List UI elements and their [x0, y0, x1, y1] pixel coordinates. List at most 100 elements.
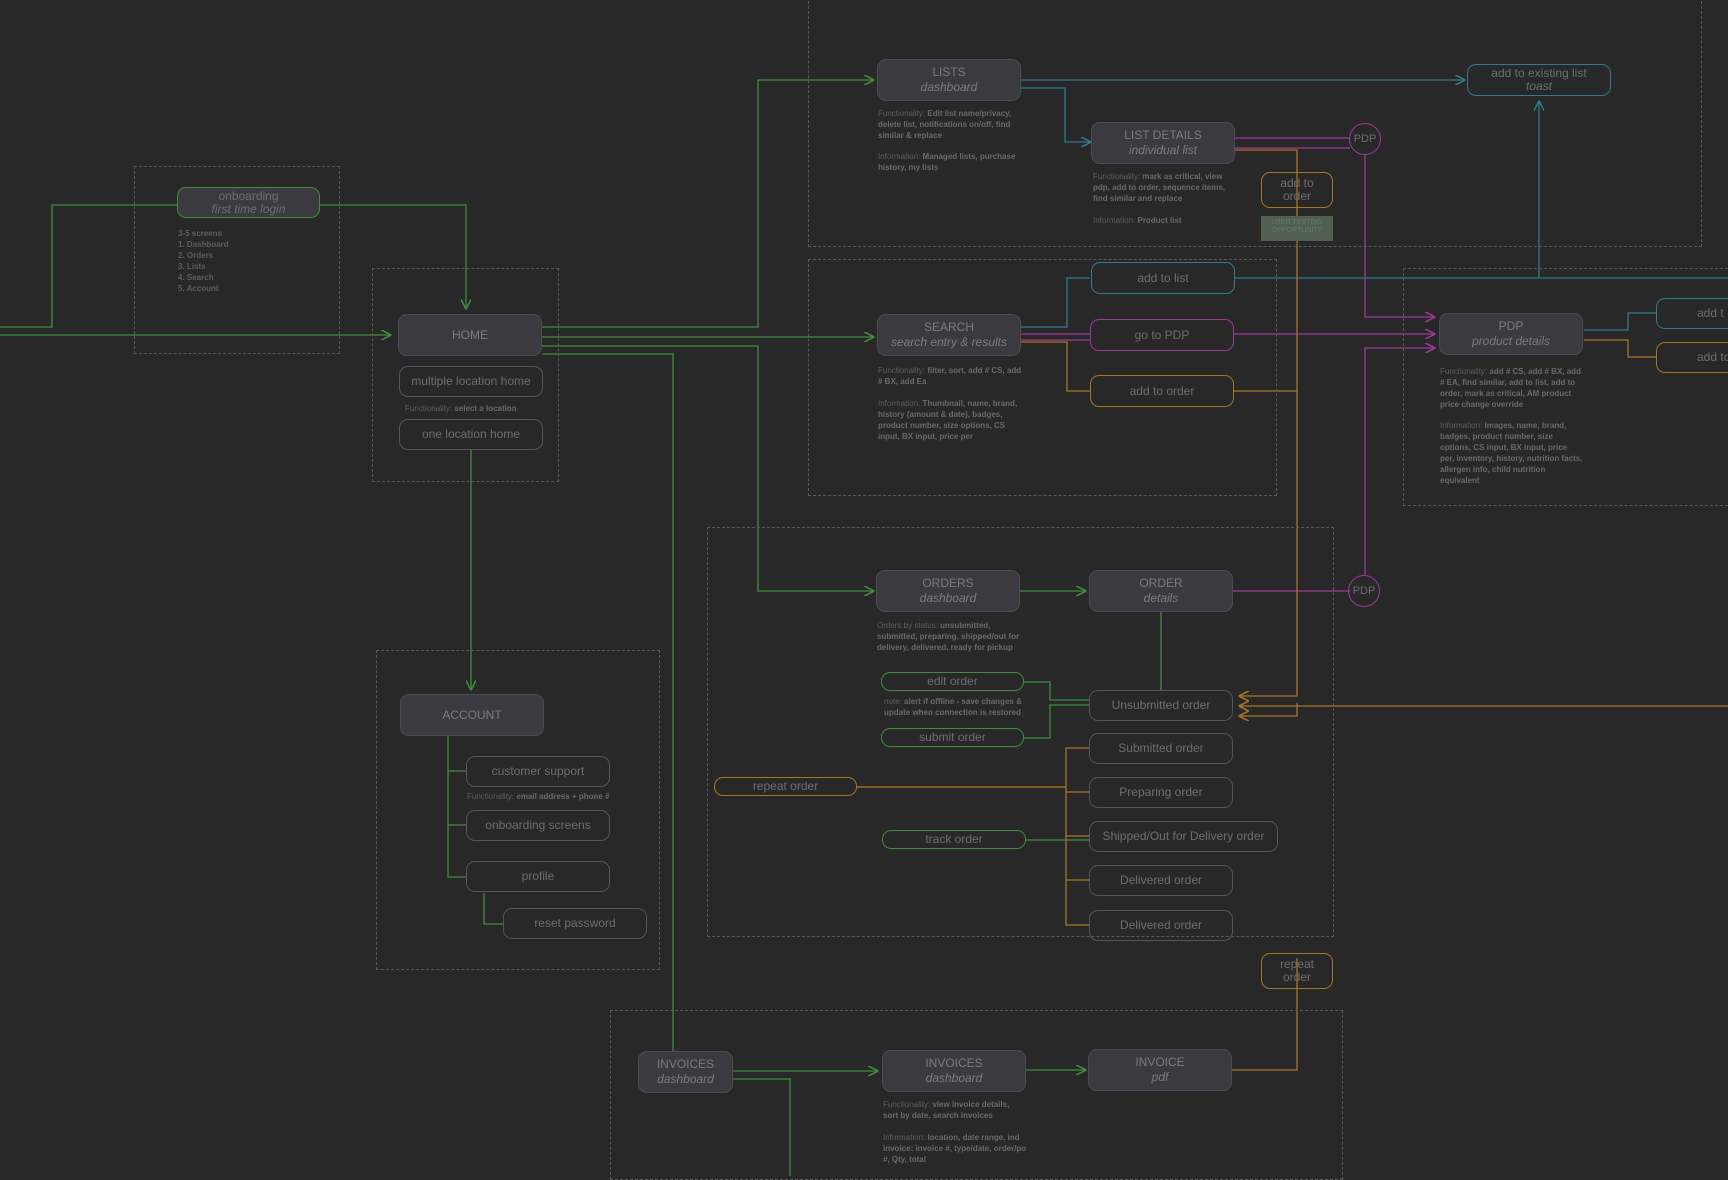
toast-sublabel: toast [1525, 79, 1552, 93]
invoice-pdf-subtitle: pdf [1151, 1070, 1169, 1084]
badge-line2: OPPORTUNITY [1271, 227, 1323, 234]
information-text: Images, name, brand, badges, product num… [1440, 421, 1583, 485]
orders-frame [707, 527, 1334, 937]
go-to-pdp-button[interactable]: go to PDP [1090, 319, 1234, 351]
information-label: Information: [1093, 216, 1136, 225]
information-label: Information: [1440, 421, 1483, 430]
offline-note: note: alert if offline - save changes & … [884, 696, 1026, 718]
repeat-order-small-button[interactable]: repeat order [1261, 953, 1333, 989]
invoice-pdf-node[interactable]: INVOICE pdf [1088, 1049, 1232, 1091]
one-location-home[interactable]: one location home [399, 419, 543, 450]
list-item: 3. Lists [178, 262, 206, 271]
add-to-order-button[interactable]: add to order [1261, 172, 1333, 208]
home-functionality-note: Functionality: select a location [405, 403, 517, 414]
account-node[interactable]: ACCOUNT [400, 694, 544, 736]
orders-status-note: Orders by status: unsubmitted, submitted… [877, 620, 1022, 653]
home-title: HOME [452, 327, 488, 342]
button-label-line1: repeat [1279, 957, 1315, 971]
reset-password[interactable]: reset password [503, 908, 647, 939]
invoices-title: INVOICES [925, 1056, 983, 1070]
status-delivered[interactable]: Delivered order [1089, 910, 1233, 941]
button-label: add t [1697, 306, 1724, 320]
track-order-button[interactable]: track order [882, 830, 1026, 849]
information-label: Information: [878, 152, 921, 161]
list-details-subtitle: individual list [1128, 143, 1198, 157]
pdp-information-note: Information: Images, name, brand, badges… [1440, 420, 1583, 486]
invoice-pdf-title: INVOICE [1135, 1055, 1185, 1069]
invoices-node[interactable]: INVOICES dashboard [882, 1050, 1026, 1092]
functionality-text: Edit list name/privacy, delete list, not… [878, 109, 1012, 140]
onboarding-frame [134, 166, 340, 354]
functionality-label: Functionality: [1093, 172, 1141, 181]
list-item: 3-5 screens [178, 229, 223, 238]
status-preparing[interactable]: Preparing order [1089, 777, 1233, 808]
submit-order-button[interactable]: submit order [881, 728, 1024, 747]
user-testing-badge: USER TESTING OPPORTUNITY [1261, 216, 1333, 241]
search-frame [808, 259, 1277, 496]
pdp-node[interactable]: PDP product details [1439, 313, 1583, 355]
onboarding-subtitle: first time login [211, 201, 286, 216]
add-to-list-button[interactable]: add to list [1091, 262, 1235, 294]
order-details-subtitle: details [1143, 591, 1179, 605]
status-delivered[interactable]: Delivered order [1089, 865, 1233, 896]
list-details-title: LIST DETAILS [1124, 128, 1202, 142]
list-details-node[interactable]: LIST DETAILS individual list [1091, 122, 1235, 164]
pdp-functionality-note: Functionality: add # CS, add # BX, add #… [1440, 366, 1583, 410]
onboarding-node[interactable]: onboarding first time login [177, 187, 320, 218]
orders-subtitle: dashboard [919, 591, 977, 605]
list-item: 4. Search [178, 273, 214, 282]
lists-node[interactable]: LISTS dashboard [877, 59, 1021, 101]
pdp-link-circle[interactable]: PDP [1348, 575, 1380, 607]
invoices-entry-title: INVOICES [656, 1057, 715, 1071]
pdp-subtitle: product details [1471, 334, 1551, 348]
pdp-add-to-list-button[interactable]: add t [1656, 298, 1728, 329]
search-functionality-note: Functionality: filter, sort, add # CS, a… [878, 365, 1023, 387]
invoices-entry-subtitle: dashboard [657, 1072, 714, 1086]
onboarding-screens[interactable]: onboarding screens [466, 810, 610, 841]
invoices-subtitle: dashboard [925, 1071, 983, 1085]
functionality-label: Functionality: [878, 109, 926, 118]
profile[interactable]: profile [466, 861, 610, 892]
account-frame [376, 650, 660, 970]
information-text: Thumbnail, name, brand, history (amount … [878, 399, 1018, 441]
support-functionality-note: Functionality: email address + phone # [467, 791, 610, 802]
lists-subtitle: dashboard [920, 80, 978, 94]
status-shipped[interactable]: Shipped/Out for Delivery order [1089, 821, 1278, 852]
lists-information-note: Information: Managed lists, purchase his… [878, 151, 1018, 173]
customer-support[interactable]: customer support [466, 756, 610, 787]
orders-node[interactable]: ORDERS dashboard [876, 570, 1020, 612]
pdp-add-to-order-button[interactable]: add to [1656, 342, 1728, 373]
multiple-location-home[interactable]: multiple location home [399, 366, 543, 397]
lists-functionality-note: Functionality: Edit list name/privacy, d… [878, 108, 1018, 141]
button-label: add to [1697, 350, 1728, 364]
list-item: 5. Account [178, 284, 219, 293]
list-item: 1. Dashboard [178, 240, 229, 249]
onboarding-title: onboarding [218, 188, 279, 203]
information-label: Information: [883, 1133, 926, 1142]
account-title: ACCOUNT [442, 707, 502, 722]
home-node[interactable]: HOME [398, 314, 542, 356]
invoices-functionality-note: Functionality: view invoice details, sor… [883, 1099, 1023, 1121]
status-unsubmitted[interactable]: Unsubmitted order [1089, 690, 1233, 721]
information-text: location, date range, ind invoice: invoi… [883, 1133, 1027, 1164]
note-label: note: [884, 697, 902, 706]
search-title: SEARCH [923, 320, 974, 334]
button-label-line2: order [1282, 189, 1311, 203]
functionality-text: mark as critical, view pdp, add to order… [1093, 172, 1226, 203]
order-details-node[interactable]: ORDER details [1089, 570, 1233, 612]
functionality-label: Functionality: [878, 366, 926, 375]
add-to-order-button[interactable]: add to order [1090, 375, 1234, 407]
edit-order-button[interactable]: edit order [881, 672, 1024, 691]
lists-frame [808, 0, 1702, 247]
information-text: Managed lists, purchase history, my list… [878, 152, 1016, 172]
pdp-link-circle[interactable]: PDP [1349, 123, 1381, 155]
invoices-entry-node[interactable]: INVOICES dashboard [638, 1051, 733, 1093]
repeat-order-button[interactable]: repeat order [714, 777, 857, 796]
list-details-functionality-note: Functionality: mark as critical, view pd… [1093, 171, 1230, 204]
functionality-label: Functionality: [1440, 367, 1488, 376]
status-submitted[interactable]: Submitted order [1089, 733, 1233, 764]
add-to-existing-list-toast[interactable]: add to existing list toast [1467, 64, 1611, 96]
search-node[interactable]: SEARCH search entry & results [877, 314, 1021, 356]
functionality-label: Functionality: [467, 792, 515, 801]
